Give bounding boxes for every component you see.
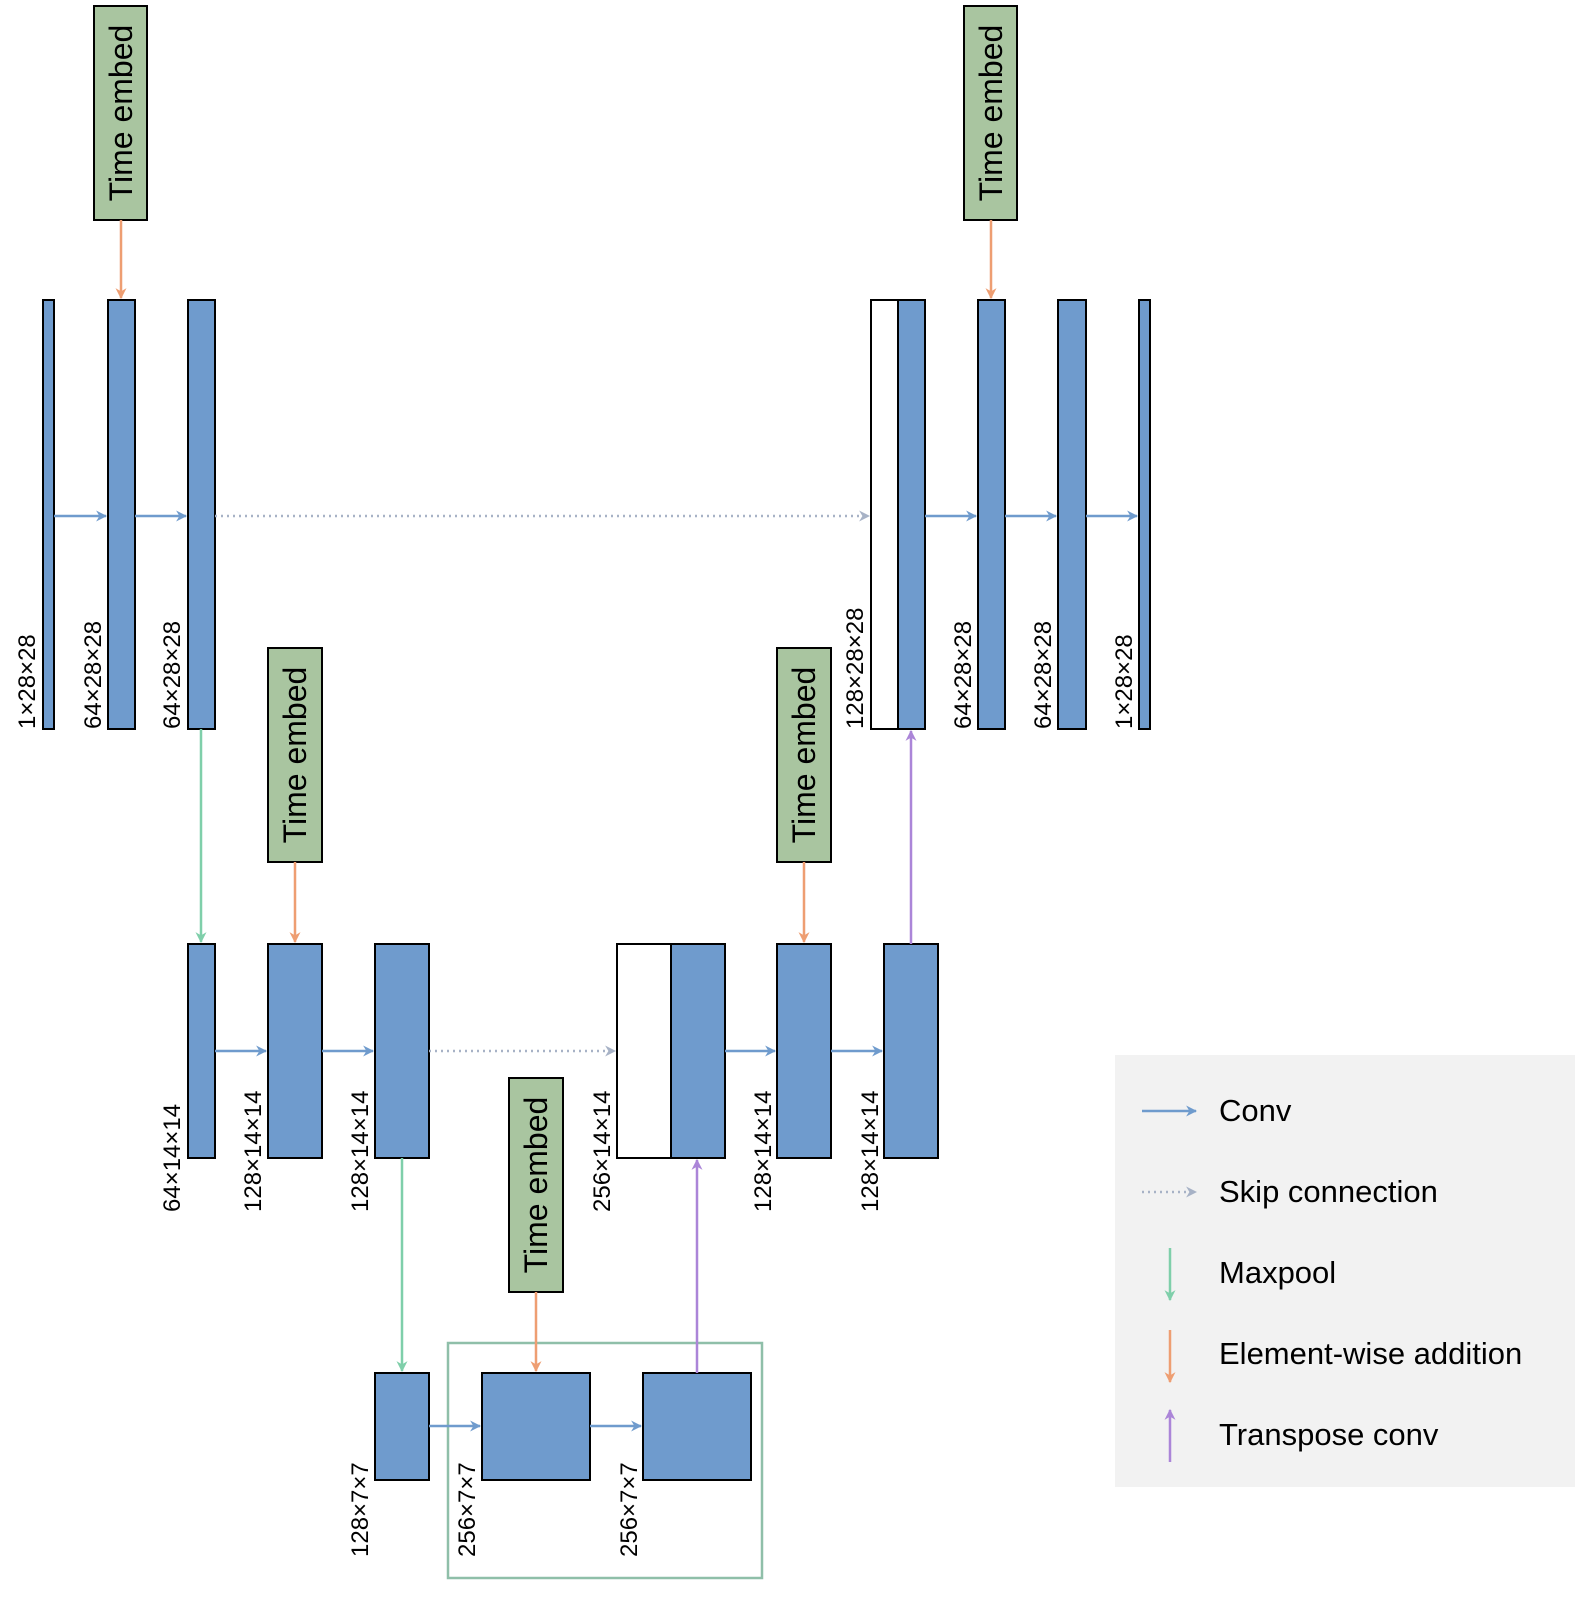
legend-item-addition: Element-wise addition <box>1164 1330 1522 1384</box>
block-l1-enc-2 <box>187 299 216 730</box>
block-l2-dec-1 <box>776 943 832 1159</box>
time-embed-4: Time embed <box>776 647 832 863</box>
block-l3-enc-0 <box>374 1372 430 1481</box>
time-embed-1-label: Time embed <box>103 25 139 202</box>
block-l3-mid-1 <box>481 1372 591 1481</box>
block-l3-mid-2 <box>642 1372 752 1481</box>
time-embed-2-label: Time embed <box>973 25 1009 202</box>
dim-label: 128×14×14 <box>347 1091 374 1212</box>
block-l2-enc-2 <box>374 943 430 1159</box>
legend-item-conv: Conv <box>1142 1093 1292 1128</box>
time-embed-3-label: Time embed <box>277 667 313 844</box>
time-embed-1: Time embed <box>93 5 148 221</box>
legend-label: Skip connection <box>1219 1174 1438 1209</box>
time-embed-2: Time embed <box>963 5 1018 221</box>
dim-label: 64×28×28 <box>1030 621 1057 729</box>
block-l2-concat <box>616 943 726 1159</box>
dim-label: 1×28×28 <box>14 634 41 729</box>
time-embed-5-label: Time embed <box>518 1097 554 1274</box>
dim-label: 128×7×7 <box>347 1462 374 1557</box>
dim-label: 256×14×14 <box>589 1091 616 1212</box>
legend-item-transpose: Transpose conv <box>1164 1408 1439 1462</box>
block-l1-dec-1 <box>977 299 1006 730</box>
dim-label: 256×7×7 <box>616 1462 643 1557</box>
legend: Conv Skip connection Maxpool Element-wis… <box>1115 1055 1575 1487</box>
block-l2-enc-0 <box>187 943 216 1159</box>
block-l2-dec-2 <box>883 943 939 1159</box>
dim-label: 256×7×7 <box>454 1462 481 1557</box>
time-embed-3: Time embed <box>267 647 323 863</box>
dim-label: 64×14×14 <box>159 1104 186 1212</box>
block-l2-enc-1 <box>267 943 323 1159</box>
dim-label: 64×28×28 <box>159 621 186 729</box>
dim-label: 128×14×14 <box>857 1091 884 1212</box>
time-embed-5: Time embed <box>508 1077 564 1293</box>
dim-label: 128×28×28 <box>842 608 869 729</box>
dim-label: 128×14×14 <box>240 1091 267 1212</box>
block-l1-output <box>1138 299 1151 730</box>
block-l1-input <box>42 299 55 730</box>
dim-label: 1×28×28 <box>1111 634 1138 729</box>
legend-label: Conv <box>1219 1093 1292 1128</box>
dim-label: 128×14×14 <box>750 1091 777 1212</box>
legend-background <box>1115 1055 1575 1487</box>
time-embed-4-label: Time embed <box>786 667 822 844</box>
block-l1-concat <box>870 299 926 730</box>
legend-label: Element-wise addition <box>1219 1336 1522 1371</box>
dim-label: 64×28×28 <box>80 621 107 729</box>
legend-item-maxpool: Maxpool <box>1164 1248 1336 1302</box>
legend-label: Transpose conv <box>1219 1417 1439 1452</box>
legend-label: Maxpool <box>1219 1255 1336 1290</box>
dim-label: 64×28×28 <box>950 621 977 729</box>
bottleneck-frame <box>446 1341 764 1580</box>
block-l1-enc-1 <box>107 299 136 730</box>
block-l1-dec-2 <box>1057 299 1087 730</box>
legend-item-skip: Skip connection <box>1142 1174 1438 1209</box>
